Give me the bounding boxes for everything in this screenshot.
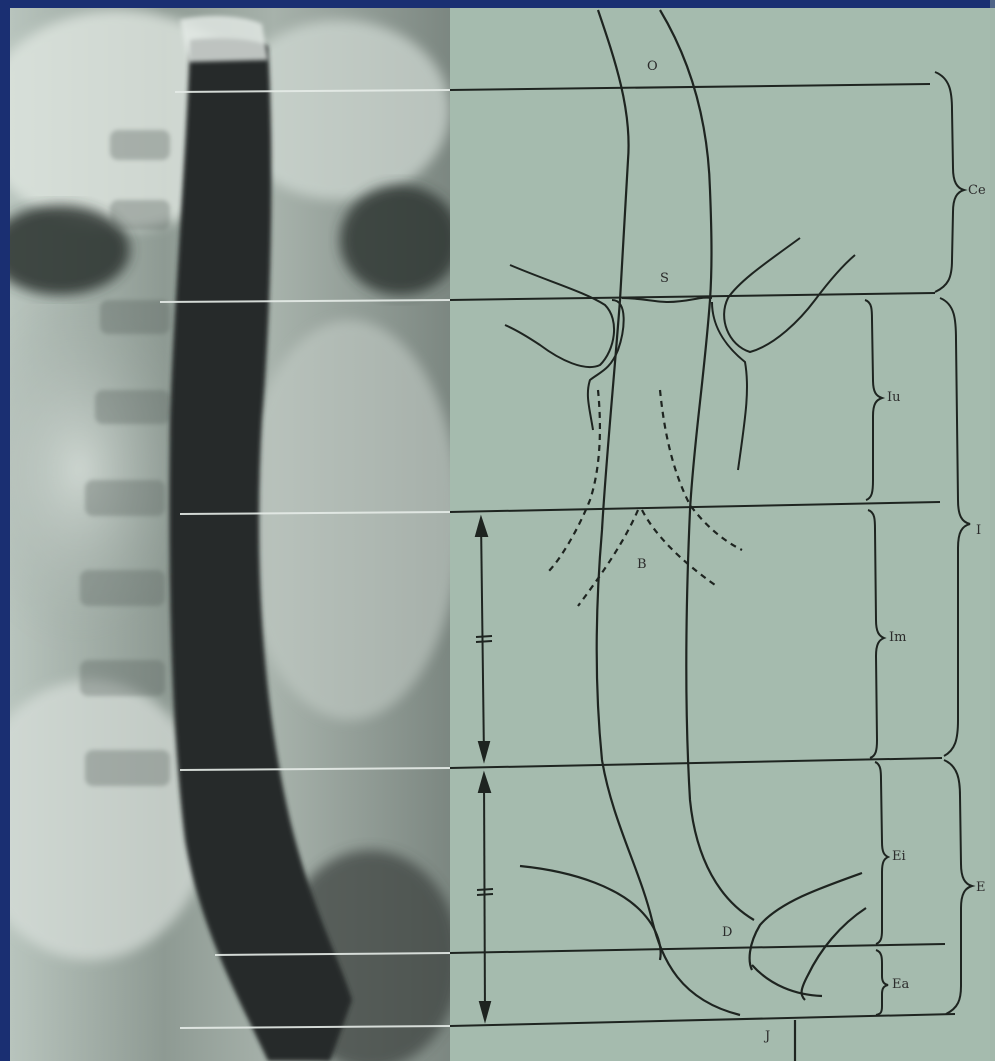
label-o-top: O (647, 60, 658, 73)
schematic-diagram (450, 8, 995, 1061)
label-ce: Ce (968, 184, 986, 197)
label-i: I (976, 524, 981, 537)
label-ea: Ea (892, 978, 909, 991)
label-s: S (660, 272, 669, 285)
label-ei: Ei (892, 850, 906, 863)
label-e: E (976, 881, 986, 894)
label-b: B (637, 558, 647, 571)
label-iu: Iu (887, 391, 901, 404)
label-d: D (722, 926, 732, 939)
barium-radiograph (0, 8, 460, 1061)
label-im: Im (889, 631, 906, 644)
label-j: J (765, 1030, 770, 1043)
